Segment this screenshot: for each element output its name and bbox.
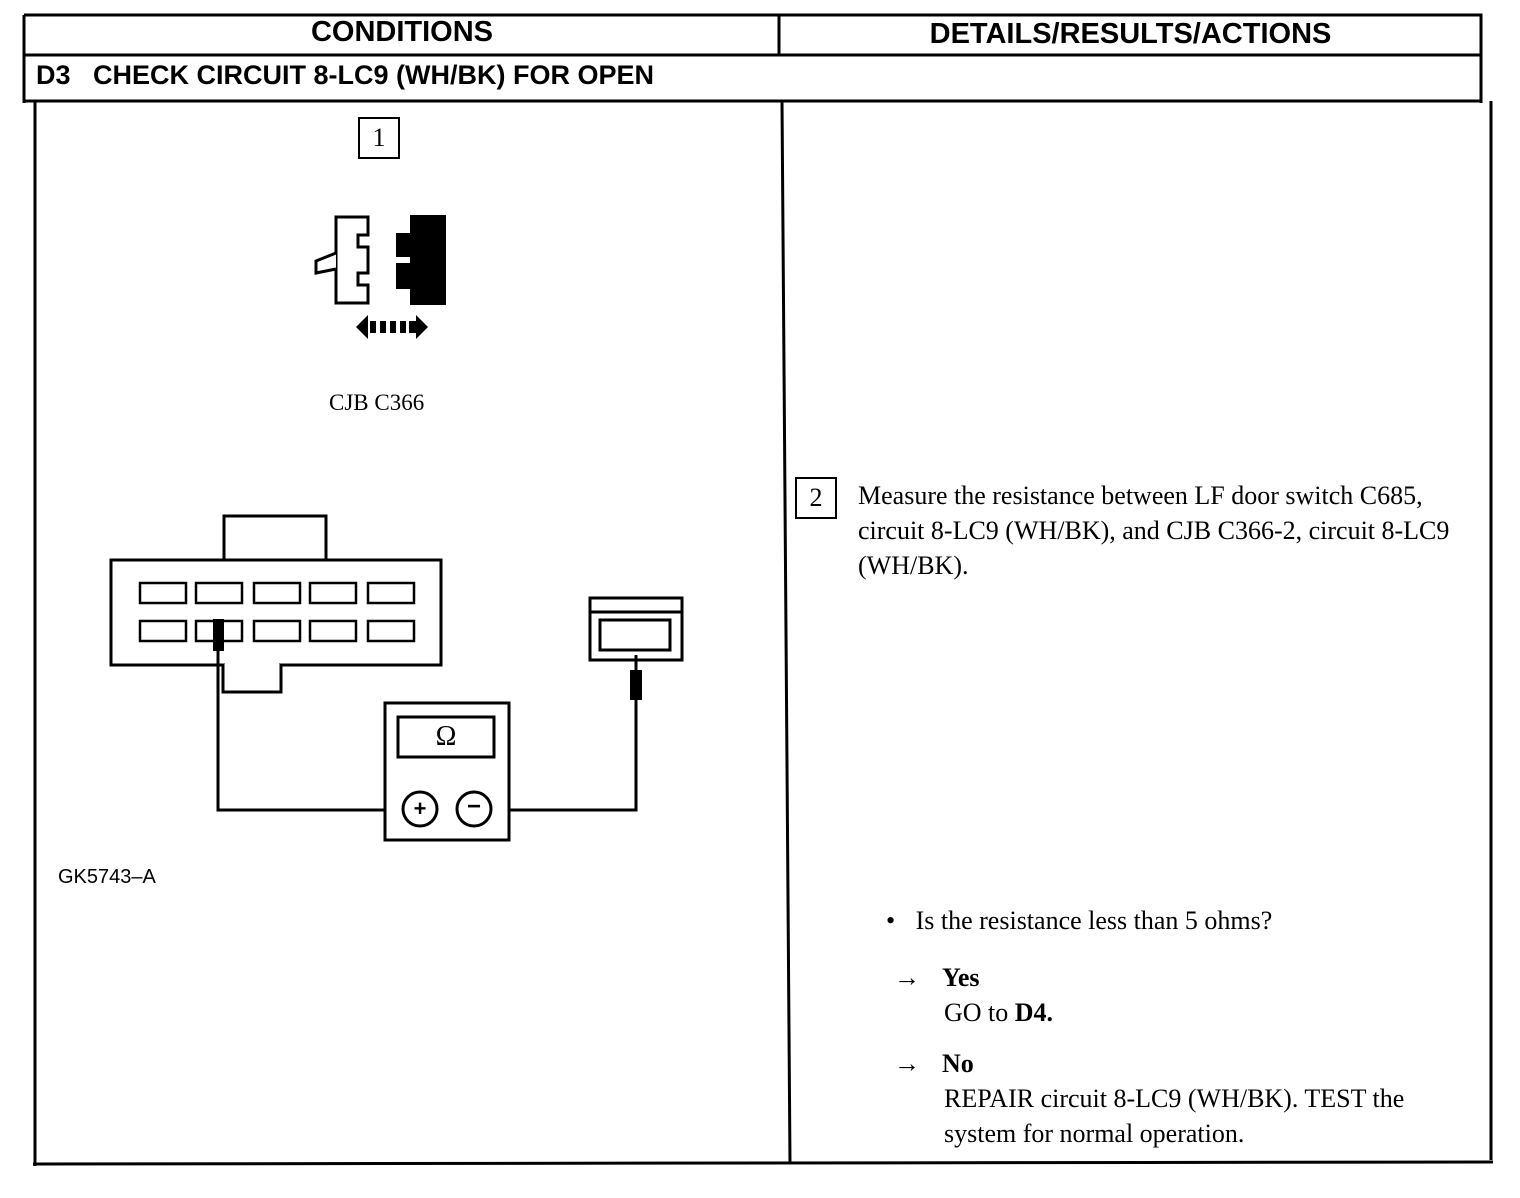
connector-caption: CJB C366	[329, 390, 425, 415]
figure-id: GK5743–A	[58, 866, 156, 888]
right-probe	[630, 670, 642, 700]
plus-terminal-label: +	[413, 796, 427, 821]
meter-wiring-diagram	[109, 514, 684, 842]
yes-label: Yes	[942, 963, 980, 992]
question: • Is the resistance less than 5 ohms?	[886, 906, 1272, 936]
left-probe	[213, 619, 224, 651]
door-switch-connector	[588, 596, 684, 662]
header-conditions: CONDITIONS	[310, 16, 494, 48]
ohm-display: Ω	[435, 721, 457, 752]
yes-action: GO to D4.	[944, 995, 1464, 1030]
question-text: Is the resistance less than 5 ohms?	[915, 906, 1273, 935]
no-arrow-icon: →	[894, 1049, 920, 1078]
yes-action-target: D4.	[1014, 998, 1054, 1027]
minus-terminal-label: −	[466, 793, 481, 820]
yes-arrow-icon: →	[894, 963, 920, 992]
connector-disconnect-icon	[314, 215, 446, 339]
bullet: •	[886, 906, 896, 935]
step-2-instruction: Measure the resistance between LF door s…	[858, 481, 1450, 580]
ohmmeter	[383, 701, 511, 842]
header-details: DETAILS/RESULTS/ACTIONS	[929, 18, 1332, 50]
step-1-number: 1	[358, 117, 400, 159]
step-2-number: 2	[795, 477, 837, 519]
no-label: No	[942, 1049, 974, 1078]
answer-yes: → Yes GO to D4.	[894, 960, 1454, 1032]
answer-no: → No REPAIR circuit 8-LC9 (WH/BK). TEST …	[894, 1046, 1474, 1156]
no-action: REPAIR circuit 8-LC9 (WH/BK). TEST the s…	[944, 1084, 1405, 1148]
step-title: D3 CHECK CIRCUIT 8-LC9 (WH/BK) FOR OPEN	[36, 60, 655, 90]
yes-action-prefix: GO to	[944, 998, 1015, 1027]
connector-cavities	[138, 581, 416, 643]
